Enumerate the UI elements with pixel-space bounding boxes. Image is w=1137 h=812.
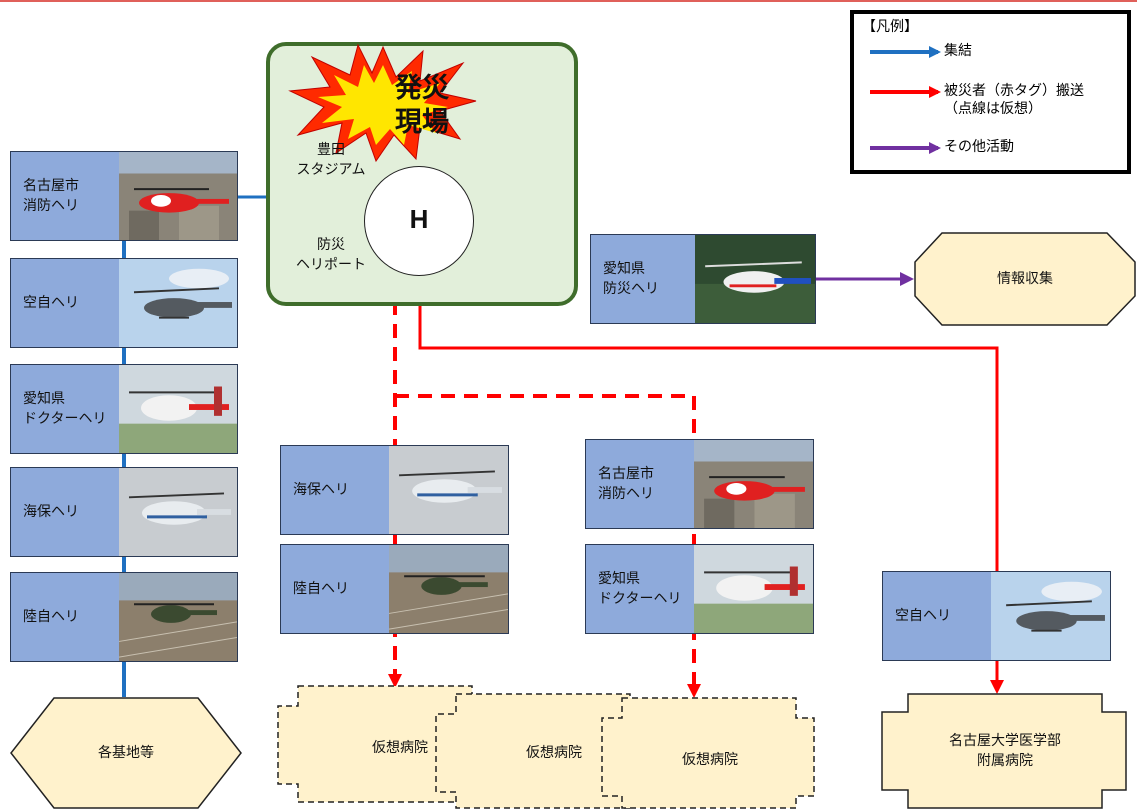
card-label: 名古屋市 消防ヘリ	[23, 178, 79, 214]
card-aichi-doctor-heli-2: 愛知県 ドクターヘリ	[585, 544, 814, 634]
explosion-icon	[288, 43, 477, 163]
card-label: 名古屋市 消防ヘリ	[598, 466, 654, 502]
prefecture-helicopter-photo	[695, 235, 815, 323]
card-coastguard-heli-2: 海保ヘリ	[280, 445, 509, 535]
card-gsdf-heli: 陸自ヘリ	[10, 572, 238, 662]
doctor-helicopter-photo	[119, 365, 237, 453]
coastguard-helicopter-photo	[119, 468, 237, 556]
stadium-label: 豊田 スタジアム	[296, 142, 366, 178]
card-aichi-doctor-heli: 愛知県 ドクターヘリ	[10, 364, 238, 454]
card-label: 空自ヘリ	[895, 608, 951, 624]
legend-item-other: その他活動	[944, 139, 1014, 155]
bases-shape	[10, 697, 242, 809]
top-border	[0, 0, 1137, 2]
red-helicopter-photo	[119, 152, 237, 240]
legend: 【凡例】 集結 被災者（赤タグ）搬送 （点線は仮想） その他活動	[850, 10, 1131, 174]
helipad-mark: H	[409, 204, 429, 234]
legend-arrows	[870, 46, 941, 154]
virtual-transport-line-2	[395, 394, 701, 698]
card-coastguard-heli: 海保ヘリ	[10, 467, 238, 557]
virtual-hospital-label-1: 仮想病院	[372, 740, 428, 756]
doctor-helicopter-photo	[694, 545, 813, 633]
card-label: 陸自ヘリ	[293, 581, 349, 597]
virtual-hospital-label-3: 仮想病院	[682, 752, 738, 768]
army-helicopter-photo	[389, 545, 508, 633]
card-label: 陸自ヘリ	[23, 609, 79, 625]
transport-line-to-hospital	[418, 276, 1004, 694]
card-label: 愛知県 ドクターヘリ	[23, 391, 107, 427]
legend-title: 【凡例】	[862, 19, 918, 35]
virtual-hospital-shape-3	[601, 697, 815, 809]
card-jasdf-heli-2: 空自ヘリ	[882, 571, 1111, 661]
card-nagoya-fire-heli: 名古屋市 消防ヘリ	[10, 151, 238, 241]
legend-item-gather: 集結	[944, 43, 972, 59]
army-helicopter-photo	[119, 573, 237, 661]
info-gathering-shape	[914, 232, 1136, 326]
bases-label: 各基地等	[98, 745, 154, 761]
nagoya-hospital-shape	[881, 693, 1127, 809]
virtual-hospitals	[277, 685, 815, 809]
card-label: 愛知県 防災ヘリ	[603, 261, 659, 297]
card-aichi-disaster-heli: 愛知県 防災ヘリ	[590, 234, 816, 324]
card-label: 空自ヘリ	[23, 295, 79, 311]
military-helicopter-photo	[119, 259, 237, 347]
heliport-label: 防災 ヘリポート	[296, 237, 366, 273]
card-label: 愛知県 ドクターヘリ	[598, 571, 682, 607]
helipad: H	[364, 166, 474, 276]
info-gathering-label: 情報収集	[997, 271, 1053, 287]
legend-item-transport: 被災者（赤タグ）搬送 （点線は仮想）	[944, 83, 1084, 117]
card-jasdf-heli: 空自ヘリ	[10, 258, 238, 348]
card-label: 海保ヘリ	[293, 482, 349, 498]
red-helicopter-photo	[694, 440, 813, 528]
card-gsdf-heli-2: 陸自ヘリ	[280, 544, 509, 634]
card-nagoya-fire-heli-2: 名古屋市 消防ヘリ	[585, 439, 814, 529]
nagoya-hospital-label: 名古屋大学医学部 附属病院	[949, 733, 1061, 769]
coastguard-helicopter-photo	[389, 446, 508, 534]
card-label: 海保ヘリ	[23, 504, 79, 520]
virtual-hospital-label-2: 仮想病院	[526, 745, 582, 761]
military-helicopter-photo	[991, 572, 1110, 660]
disaster-site-label: 発災 現場	[395, 73, 449, 138]
